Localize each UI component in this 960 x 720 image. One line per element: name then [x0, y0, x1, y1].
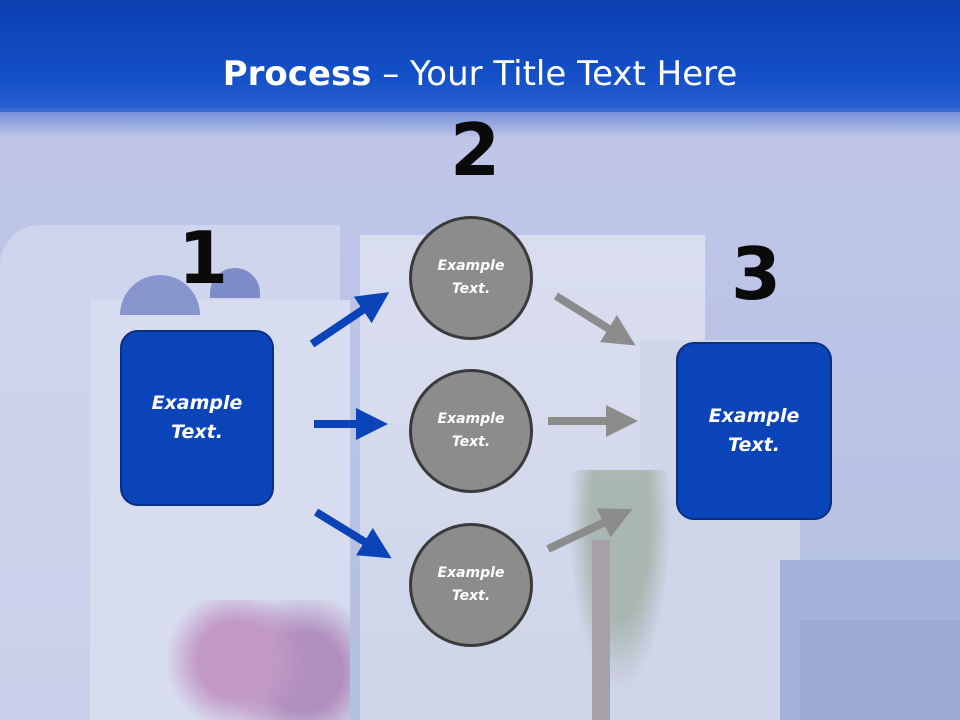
circle-bottom-line2: Text. — [451, 588, 491, 604]
circle-top-line2: Text. — [451, 281, 491, 297]
step-box-left-line2: Text. — [171, 421, 223, 443]
circle-bottom-line1: Example — [437, 565, 505, 581]
step-box-right-line1: Example — [708, 405, 800, 427]
circle-top-line1: Example — [437, 258, 505, 274]
circle-middle-line2: Text. — [451, 434, 491, 450]
header-fade — [0, 108, 960, 138]
circle-top-text: Example Text. — [426, 255, 516, 301]
circle-middle-line1: Example — [437, 411, 505, 427]
circle-bottom-text: Example Text. — [426, 562, 516, 608]
step-box-left-line1: Example — [151, 392, 243, 414]
step-number-1: 1 — [178, 216, 229, 300]
step-box-left[interactable]: Example Text. — [120, 330, 274, 506]
step-box-left-text: Example Text. — [137, 389, 257, 447]
flowers — [160, 600, 350, 720]
step-number-2: 2 — [450, 108, 501, 192]
hill — [800, 620, 960, 720]
title-bold: Process — [222, 54, 372, 94]
slide-title[interactable]: Process – Your Title Text Here — [0, 54, 960, 94]
step-number-3: 3 — [731, 232, 782, 316]
title-rest: – Your Title Text Here — [371, 54, 738, 94]
header-band — [0, 0, 960, 112]
circle-top[interactable]: Example Text. — [409, 216, 533, 340]
circle-bottom[interactable]: Example Text. — [409, 523, 533, 647]
step-box-right[interactable]: Example Text. — [676, 342, 832, 520]
step-box-right-text: Example Text. — [694, 402, 814, 460]
circle-middle-text: Example Text. — [426, 408, 516, 454]
step-box-right-line2: Text. — [728, 434, 780, 456]
circle-middle[interactable]: Example Text. — [409, 369, 533, 493]
palm-trunk — [592, 540, 610, 720]
